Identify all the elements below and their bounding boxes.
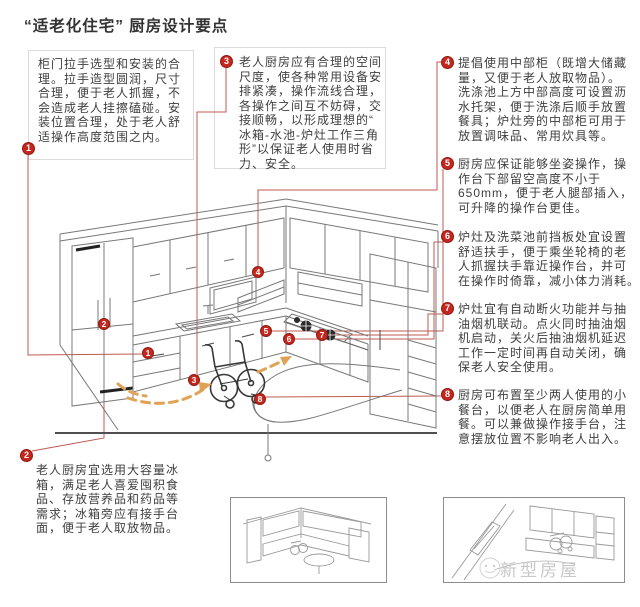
marker-7-dot: 7 <box>316 329 328 341</box>
arrowhead <box>199 382 212 393</box>
base-cabinets-right <box>285 307 369 383</box>
marker-4-badge: 4 <box>441 56 454 69</box>
marker-3-dot: 3 <box>188 374 200 386</box>
thumbnail-panel-a <box>230 497 387 583</box>
thumbnail-kitchen-a <box>242 507 372 574</box>
marker-1-badge: 1 <box>22 142 35 155</box>
note-1-text: 柜门拉手选型和安装的合 理。拉手造型圆润，尺寸 合理，便于老人抓握，不 会造成老… <box>38 57 182 144</box>
marker-1-dot: 1 <box>142 347 154 359</box>
floor-path-arrows <box>116 356 292 405</box>
upper-cabinets-left <box>132 217 285 315</box>
note-3-text: 老人厨房应有合理的空间 尺度，使各种常用设备安 排紧凑，操作流线合理， 各操作之… <box>239 55 383 171</box>
marker-2-badge: 2 <box>20 449 33 462</box>
peninsula-table <box>252 363 403 462</box>
note-5-text: 厨房应保证能够坐姿操作，操 作台下部留空高度不小于 650mm，便于老人腿部插入… <box>458 157 634 215</box>
note-4-text: 提倡使用中部柜（既增大储藏 量，又便于老人放取物品）。 洗涤池上方中部高度可设置… <box>458 56 628 143</box>
thumbnail-panel-b <box>443 497 625 583</box>
sink <box>174 304 242 332</box>
brand-mascot-icon <box>479 557 501 579</box>
marker-6-badge: 6 <box>441 230 454 243</box>
right-tall-cabinet <box>369 253 437 429</box>
arrowhead <box>280 356 292 366</box>
marker-8-dot: 8 <box>254 393 266 405</box>
page-title: “适老化住宅” 厨房设计要点 <box>24 18 229 35</box>
marker-5-dot: 5 <box>260 325 272 337</box>
range-hood-shelf <box>297 271 363 307</box>
note-8-text: 厨房可布置至少两人使用的小 餐台，以便老人在厨房简单用 餐。可以兼做操作接手台，… <box>458 388 628 446</box>
base-cabinets-left <box>132 307 287 393</box>
marker-6-dot: 6 <box>283 333 295 345</box>
window <box>209 276 257 315</box>
note-7-text: 炉灶宜有自动断火功能并与抽 油烟机联动。点火同时抽油烟 机启动，关火后抽油烟机延… <box>458 302 628 374</box>
brand-watermark: 新型房屋 <box>500 561 580 580</box>
marker-4-dot: 4 <box>252 266 264 278</box>
upper-cabinets-right <box>289 217 429 307</box>
marker-7-badge: 7 <box>441 302 454 315</box>
marker-8-badge: 8 <box>441 388 454 401</box>
marker-3-badge: 3 <box>220 55 233 68</box>
marker-2-dot: 2 <box>98 318 110 330</box>
note-6-text: 炉灶及洗菜池前挡板处宜设置 舒适扶手，便于乘坐轮椅的老 人抓握扶手靠近操作台，并… <box>458 230 640 288</box>
marker-5-badge: 5 <box>441 157 454 170</box>
note-2-text: 老人厨房宜选用大容量冰 箱，满足老人喜爱囤积食 品、存放营养品和药品等 需求；冰… <box>36 463 180 535</box>
thumbnail-kitchen-b <box>451 503 615 581</box>
room-walls <box>55 198 439 434</box>
